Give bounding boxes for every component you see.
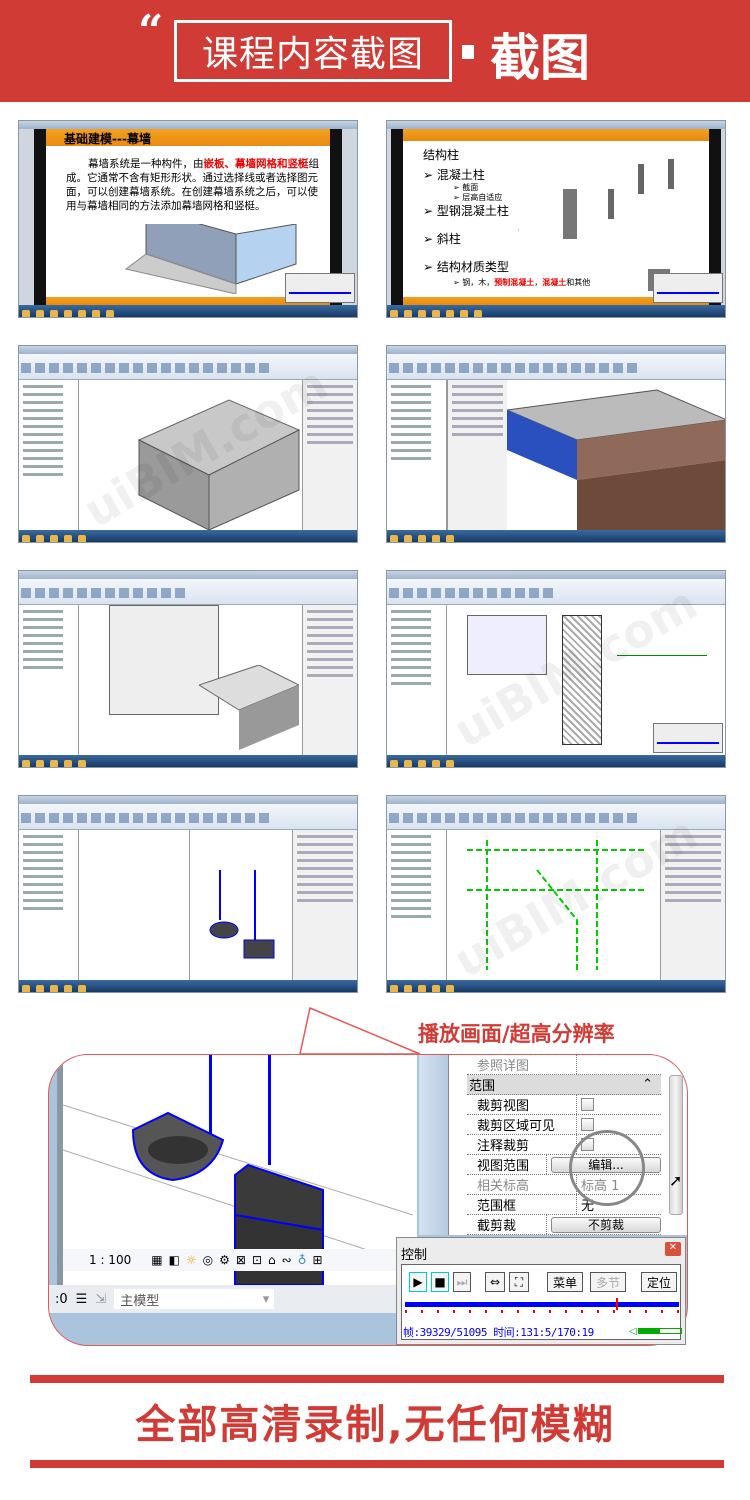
screenshot-thumbnail: 结构柱 ➢ 混凝土柱 ➢ 截面 ➢ 层高自适应 ➢ 型钢混凝土柱 ➢ 斜柱 ➢ … [386,120,726,318]
editable-icon[interactable]: ☰ [75,1291,88,1307]
scale-label[interactable]: 1 : 100 [89,1253,132,1267]
locate-button[interactable]: 定位 [641,1272,677,1292]
header-banner: “ 课程内容截图 截图 [0,0,750,102]
slide-list: 结构柱 ➢ 混凝土柱 ➢ 截面 ➢ 层高自适应 ➢ 型钢混凝土柱 ➢ 斜柱 ➢ … [423,148,591,287]
step-button[interactable]: ⏭ [453,1272,471,1292]
playback-progress-bar[interactable] [405,1302,679,1307]
header-title: 截图 [490,29,590,87]
callout-pointer [299,1006,421,1055]
quote-mark: “ [138,6,164,57]
screenshot-thumbnail [18,345,358,543]
magnified-view: 1 : 100 ▦ ◧ ☼ ◎ ⚙ ⊠ ⊡ ⌂ ∾ ♁ ⊞ :0 ☰ ⇲ 主模型▾ 参照详图 范围⌃ … [48,1054,688,1346]
frame-time-status: 帧:39329/51095 时间:131:5/170:19 [403,1326,594,1339]
control-title: 控制 [401,1248,428,1263]
screenshot-thumbnail [18,570,358,768]
zoom-label: 播放画面/超高分辨率 [418,1022,615,1046]
close-button[interactable]: ✕ [665,1242,681,1256]
lock-view-icon[interactable]: ⌂ [268,1253,276,1267]
divider-top [30,1375,724,1383]
fullscreen-icon[interactable]: ⛶ [509,1272,529,1292]
crop-view-icon[interactable]: ⊠ [235,1253,246,1267]
status-bar: :0 ☰ ⇲ 主模型▾ [49,1285,419,1313]
multi-section-button[interactable]: 多节 [590,1272,626,1292]
slide-body: 幕墙系统是一种构件，由嵌板、幕墙网格和竖梃组成。它通常不含有矩形形状。通过选择线… [66,158,319,212]
design-option-icon[interactable]: ⇲ [95,1291,107,1307]
playhead[interactable] [615,1298,618,1310]
screenshot-thumbnail: 基础建模---幕墙 幕墙系统是一种构件，由嵌板、幕墙网格和竖梃组成。它通常不含有… [18,120,358,318]
properties-panel: 参照详图 范围⌃ 裁剪视图 裁剪区域可见 注释裁剪 视图范围编辑... 相关标高… [419,1055,687,1235]
visual-style-icon[interactable]: ◧ [168,1253,180,1267]
play-button[interactable]: ▶ [409,1272,427,1292]
stop-button[interactable]: ■ [431,1272,449,1292]
menu-button[interactable]: 菜单 [547,1272,583,1292]
properties-scrollbar[interactable] [669,1075,683,1215]
sun-path-icon[interactable]: ☼ [185,1253,197,1267]
screenshot-thumbnail [386,570,726,768]
model-select[interactable]: 主模型▾ [114,1289,275,1309]
footer-slogan: 全部高清录制,无任何模糊 [135,1402,615,1448]
slide-heading: 基础建模---幕墙 [64,132,151,146]
workset-value: :0 [55,1291,68,1307]
fit-window-icon[interactable]: ⇔ [485,1272,505,1292]
curtain-wall-image [124,224,297,294]
divider-bottom [30,1460,724,1468]
crop-visible-icon[interactable]: ⊡ [251,1253,263,1267]
crop-region-visible-checkbox[interactable] [581,1118,594,1131]
title-box: 课程内容截图 [174,20,452,82]
temp-icon[interactable]: ⊞ [312,1253,323,1267]
reveal-icon[interactable]: ♁ [297,1253,307,1267]
render-icon[interactable]: ⚙ [219,1253,230,1267]
volume-icon: ◁ [629,1326,637,1337]
mouse-cursor-icon: ➚ [669,1171,683,1190]
separator-dot [462,45,474,59]
playback-control-window: 控制 ✕ ▶ ■ ⏭ ⇔ ⛶ 菜单 多节 定位 帧:39329/51095 时间… [396,1237,686,1345]
highlight-circle [569,1130,645,1206]
shadows-icon[interactable]: ◎ [202,1253,214,1267]
far-clipping-button[interactable]: 不剪裁 [551,1216,661,1233]
detail-level-icon[interactable]: ▦ [151,1253,163,1267]
crop-view-checkbox[interactable] [581,1098,594,1111]
screenshot-thumbnail-source [18,795,358,993]
section-header-scope[interactable]: 范围⌃ [467,1075,661,1095]
hide-icon[interactable]: ∾ [281,1253,292,1267]
view-control-bar: 1 : 100 ▦ ◧ ☼ ◎ ⚙ ⊠ ⊡ ⌂ ∾ ♁ ⊞ [63,1249,417,1271]
screenshot-thumbnail [386,345,726,543]
volume-slider[interactable] [638,1328,682,1334]
screenshot-thumbnail [386,795,726,993]
